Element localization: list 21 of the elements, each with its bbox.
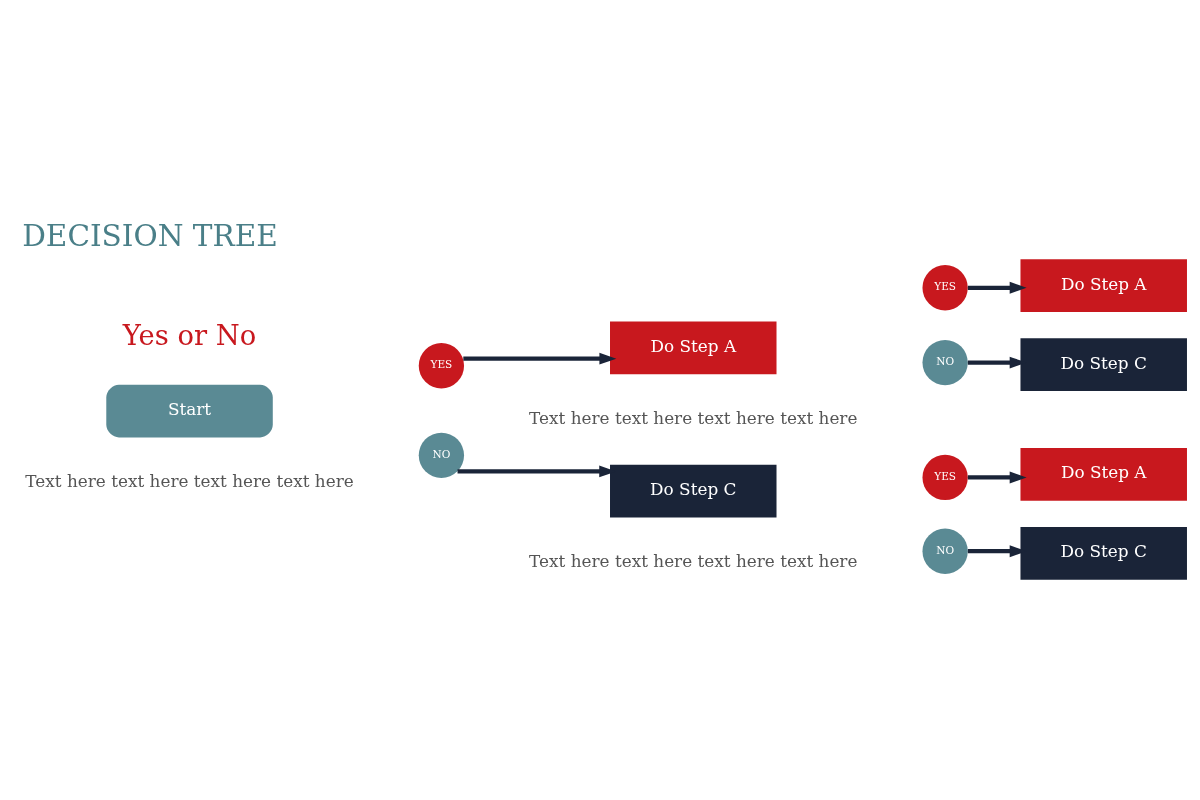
node-box: Do Step A (1020, 447, 1187, 501)
node-box: Start (106, 384, 273, 438)
node-circle: YES (418, 343, 465, 389)
node-circle: YES (922, 454, 968, 501)
arrow (967, 471, 1027, 484)
node-box: Do Step C (610, 464, 777, 518)
node-circle: NO (922, 528, 968, 574)
node-circle: NO (418, 432, 465, 478)
arrow (967, 281, 1027, 294)
node-box: Do Step C (1020, 527, 1187, 580)
node-label: Text here text here text here text here (25, 470, 354, 491)
arrow (463, 352, 617, 365)
label: Yes or No (122, 319, 257, 351)
node-label: Text here text here text here text here (529, 407, 858, 428)
node-circle: NO (922, 339, 968, 386)
node-circle: YES (922, 265, 968, 311)
node-box: Do Step C (1020, 338, 1187, 392)
node-box: Do Step A (1020, 259, 1187, 312)
node-box: Do Step A (610, 321, 777, 375)
node-label: Text here text here text here text here (529, 550, 858, 571)
diagram-title: DECISION TREE (22, 219, 278, 254)
